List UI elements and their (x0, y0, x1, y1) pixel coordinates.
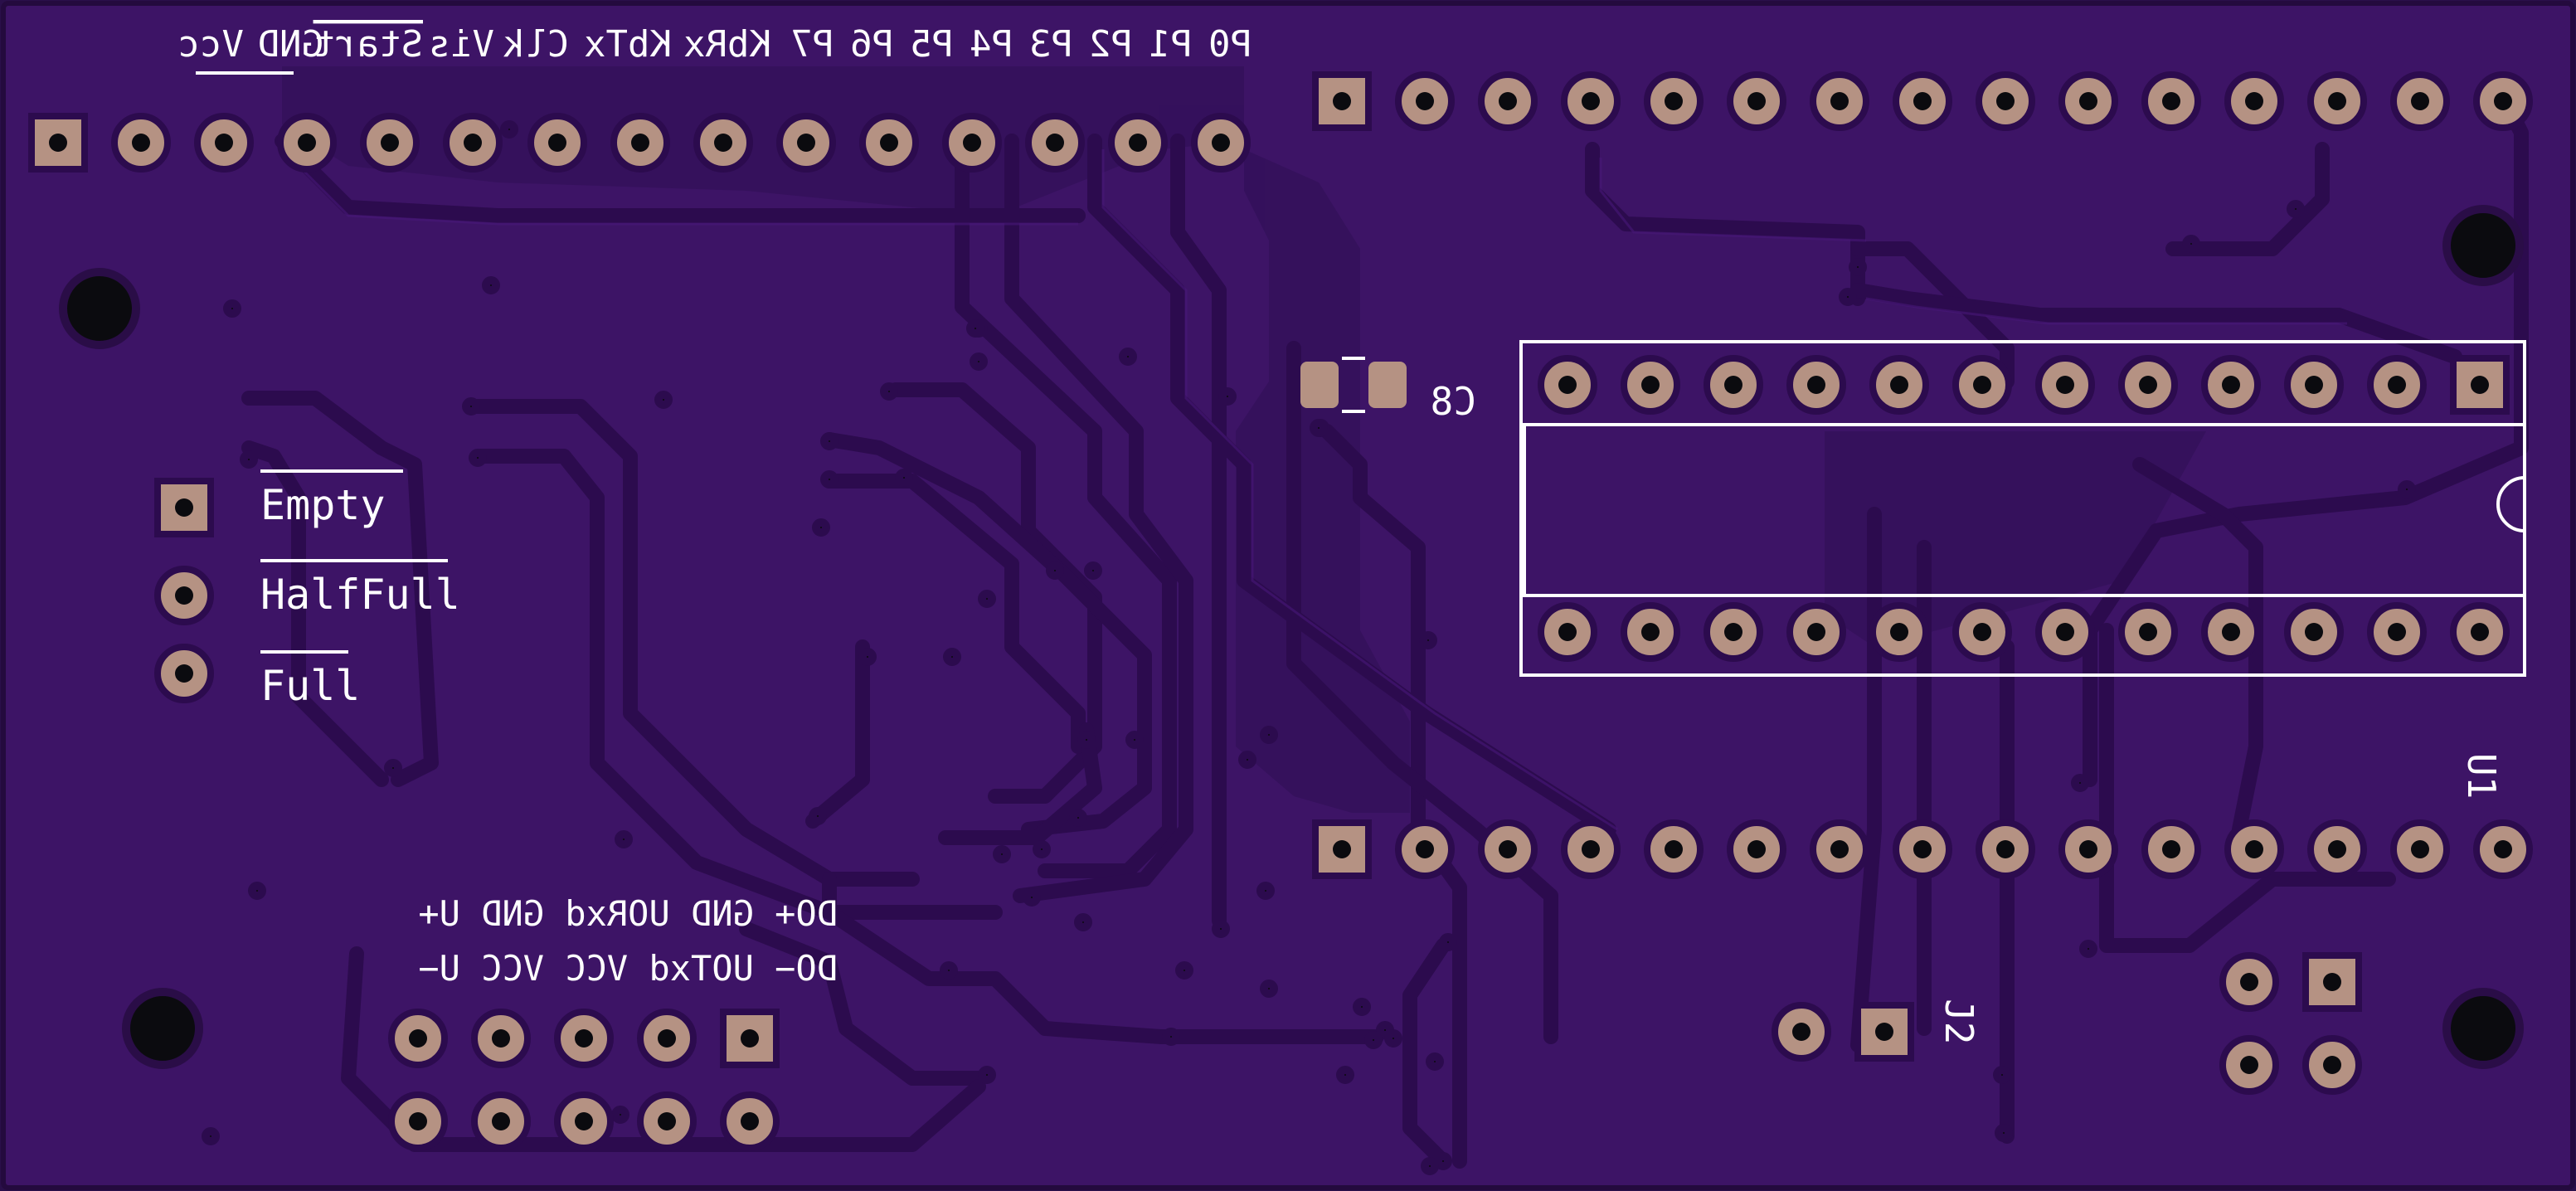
label-vis: Vis (429, 23, 494, 66)
usb-header: DO+ GND UORxd GND U+ DO− UOTxd VCC VCC U… (388, 893, 838, 1151)
mounting-holes (59, 205, 2524, 1069)
label-p5: P5 (910, 23, 954, 66)
mounting-hole (2442, 205, 2524, 286)
trace-highlights (280, 148, 2347, 831)
label-gnd: GND (258, 23, 323, 66)
label-halffull: HalfFull (260, 571, 460, 619)
label-kbtx: KbTx (584, 23, 672, 66)
mounting-hole (59, 268, 140, 349)
c8-capacitor: C8 (1300, 357, 1476, 424)
label-p0: P0 (1208, 23, 1252, 66)
status-pads: Empty HalfFull Full (154, 469, 460, 710)
label-empty: Empty (260, 481, 386, 529)
usb-labels-top: DO+ GND UORxd GND U+ (418, 893, 838, 934)
label-start: Start (313, 23, 423, 66)
label-p6: P6 (850, 23, 894, 66)
usb-labels-bottom: DO− UOTxd VCC VCC U− (418, 948, 838, 989)
label-p4: P4 (970, 23, 1013, 66)
j2-jumper: J2 (1772, 999, 1981, 1062)
header-top-right (1312, 71, 2533, 131)
header-2x2 (2219, 952, 2362, 1095)
label-p2: P2 (1089, 23, 1133, 66)
mounting-hole (122, 988, 203, 1069)
u1-refdes: U1 (2459, 753, 2504, 799)
label-vcc: Vcc (178, 23, 244, 66)
j2-refdes: J2 (1937, 999, 1981, 1044)
u1-footprint: U1 (1519, 340, 2526, 799)
u1-body-outline (1523, 423, 2526, 597)
label-kbrx: KbRx (683, 23, 771, 66)
header-labels: P0 P1 P2 P3 P4 P5 P6 P7 KbRx KbTx Clk Vi… (178, 23, 1252, 66)
label-p3: P3 (1029, 23, 1073, 66)
label-clk: Clk (503, 23, 569, 66)
mounting-hole (2442, 988, 2524, 1069)
label-p1: P1 (1149, 23, 1193, 66)
header-top-left (28, 113, 1251, 173)
u1-notch (2496, 476, 2525, 532)
c8-refdes: C8 (1431, 379, 1476, 424)
header-bottom-right (1312, 819, 2533, 879)
label-full: Full (260, 662, 360, 710)
vias (202, 120, 2416, 1175)
label-p7: P7 (790, 23, 834, 66)
